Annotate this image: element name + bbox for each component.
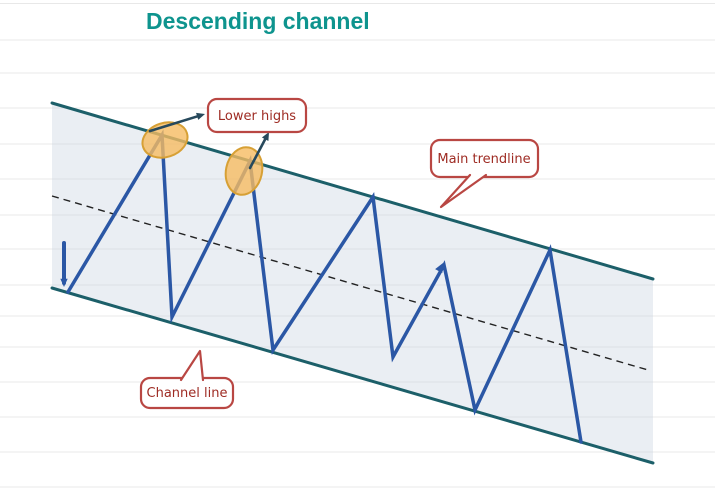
channel-line-lower <box>50 286 655 465</box>
gridlines <box>0 3 715 488</box>
annot-2-arrow-shaft <box>248 134 269 170</box>
annot-1-arrow <box>148 112 205 133</box>
channel-fill-area <box>52 103 653 463</box>
main-trendline-tail <box>439 173 488 209</box>
channel-line-tail <box>179 349 205 382</box>
peak-arrowhead-icon <box>435 263 443 273</box>
price-start-arrow <box>60 241 68 287</box>
annot-2-arrowhead-icon <box>261 132 269 141</box>
channel-midline-dashed <box>51 195 649 371</box>
highlight-ellipse-2 <box>224 146 264 196</box>
lower-highs-box <box>206 97 308 134</box>
annot-1-arrowhead-icon <box>196 112 205 120</box>
lower-highs-text: Lower highs <box>218 109 296 124</box>
price-start-arrowhead-icon <box>60 278 68 287</box>
channel-line-text: Channel line <box>147 386 228 401</box>
annot-1-arrow-shaft <box>148 113 203 133</box>
main-trendline-text: Main trendline <box>437 152 530 167</box>
page-title: Descending channel <box>146 8 370 34</box>
price-zigzag-line <box>66 129 583 444</box>
lower-highs-label: Lower highs <box>206 97 308 134</box>
channel-line-label: Channel line <box>139 349 235 410</box>
annot-2-arrow <box>248 132 269 170</box>
peak-arrow <box>435 263 443 273</box>
main-trendline-label: Main trendline <box>429 138 540 209</box>
